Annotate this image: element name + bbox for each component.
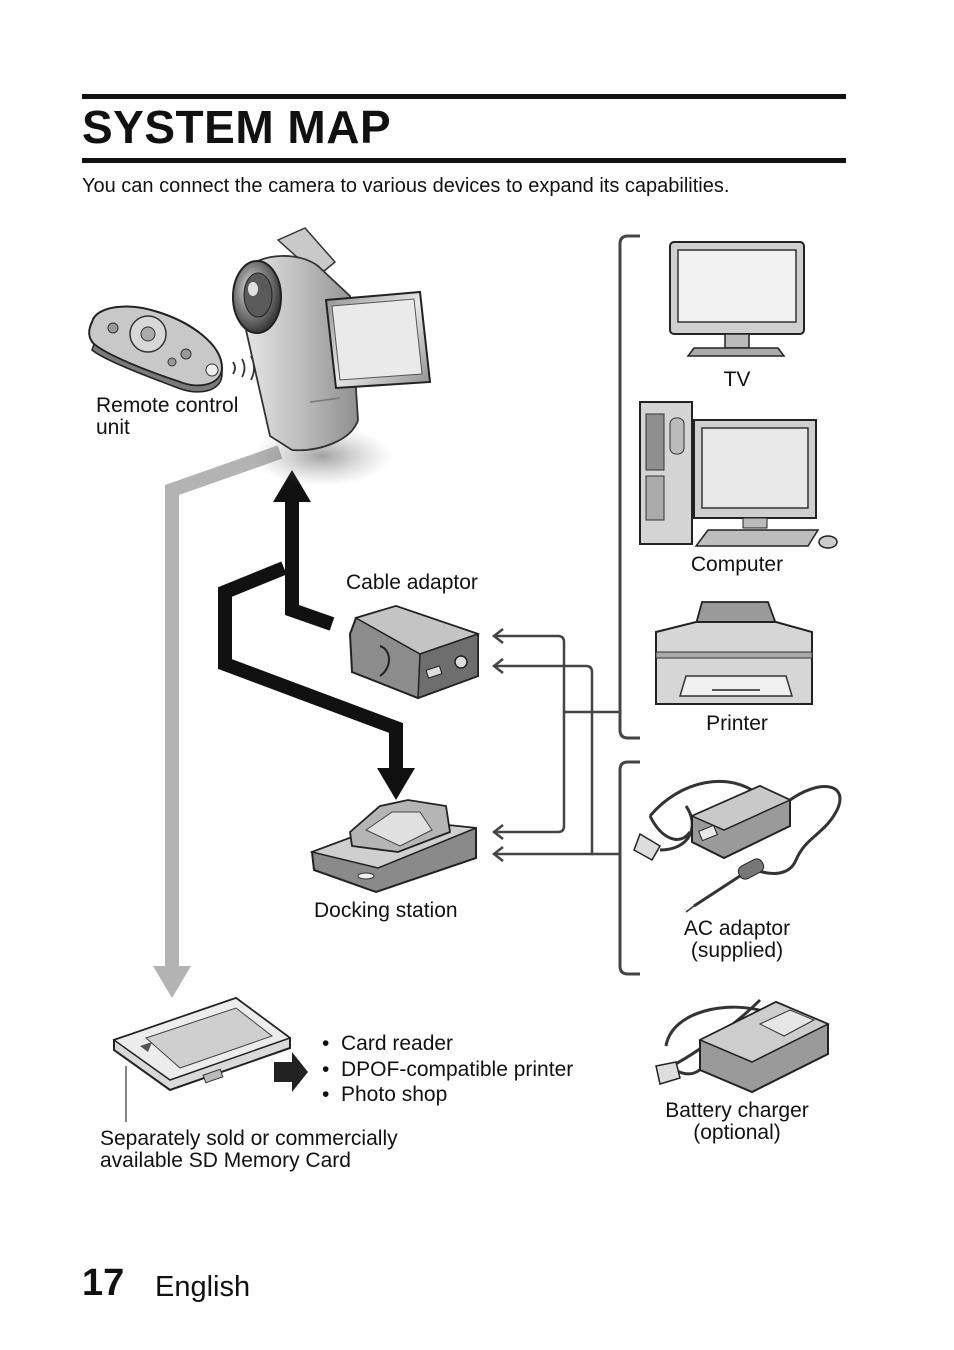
sd-card-label: Separately sold or commercially availabl…: [100, 1128, 398, 1172]
camera-to-dock-arrow: [218, 561, 415, 800]
docking-station-label: Docking station: [314, 899, 458, 922]
remote-control-label-line2: unit: [96, 416, 130, 439]
battery-charger-label: Battery charger (optional): [642, 1100, 832, 1144]
page-language: English: [155, 1271, 251, 1303]
device-brackets: [618, 234, 640, 976]
camera-illustration: [232, 227, 432, 486]
card-uses-arrow: [274, 1052, 308, 1092]
title-underline: [82, 158, 846, 163]
tv-label: TV: [723, 368, 751, 391]
ac-adaptor-label-line1: AC adaptor: [683, 917, 791, 940]
connection-lines: [494, 634, 620, 856]
computer-label: Computer: [690, 553, 784, 576]
cable-adaptor-to-camera-arrow: [273, 470, 335, 631]
connection-arrowheads: [491, 628, 504, 862]
sd-card-label-line2: available SD Memory Card: [100, 1149, 351, 1172]
battery-charger-label-line1: Battery charger: [665, 1099, 809, 1122]
sd-card-uses-list: Card reader DPOF-compatible printer Phot…: [322, 1031, 573, 1108]
printer-illustration: [655, 601, 813, 705]
battery-charger-label-line2: (optional): [693, 1121, 781, 1144]
page-title: SYSTEM MAP: [82, 101, 392, 153]
list-item: Photo shop: [322, 1082, 573, 1108]
sd-card-illustration: [112, 996, 292, 1122]
ac-adaptor-illustration: [633, 780, 842, 913]
cable-adaptor-illustration: [348, 604, 481, 700]
sd-card-label-line1: Separately sold or commercially: [100, 1127, 398, 1150]
top-rule: [82, 94, 846, 99]
intro-text: You can connect the camera to various de…: [82, 175, 730, 197]
cable-adaptor-label: Cable adaptor: [346, 571, 478, 594]
battery-charger-illustration: [655, 998, 830, 1094]
tv-illustration: [669, 241, 805, 357]
list-item: DPOF-compatible printer: [322, 1057, 573, 1083]
printer-label: Printer: [706, 712, 768, 735]
list-item: Card reader: [322, 1031, 573, 1057]
ac-adaptor-label-line2: (supplied): [690, 939, 784, 962]
camera-to-card-arrow: [153, 445, 283, 998]
computer-illustration: [639, 401, 838, 549]
remote-control-label-line1: Remote control: [96, 394, 239, 417]
ac-adaptor-label: AC adaptor (supplied): [652, 918, 822, 962]
page-number: 17: [82, 1262, 125, 1304]
remote-control-label: Remote control unit: [96, 395, 238, 439]
remote-control-illustration: [88, 305, 255, 393]
docking-station-illustration: [309, 799, 477, 894]
